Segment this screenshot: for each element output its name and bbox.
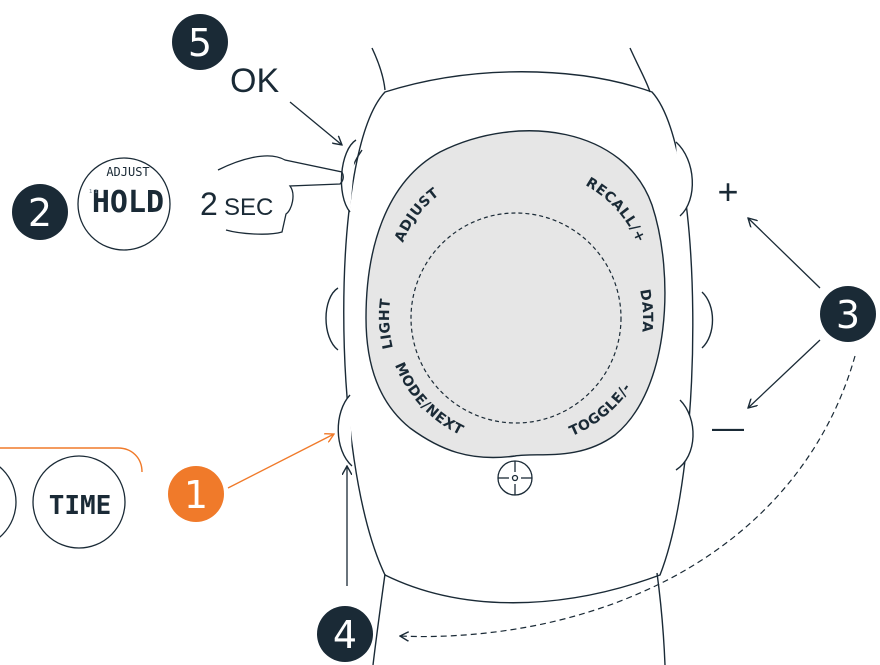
ok-arrow <box>289 101 342 145</box>
button-recall[interactable] <box>675 141 693 217</box>
pressing-hand-icon <box>217 155 344 235</box>
svg-text:2: 2 <box>28 191 52 235</box>
step-2-badge: 2 <box>12 184 68 240</box>
button-adjust[interactable] <box>340 139 357 213</box>
ok-label: OK <box>230 62 279 100</box>
step-3-badge: 3 <box>820 286 876 342</box>
step-1-badge: 1 <box>168 466 224 522</box>
svg-text:2: 2 <box>200 186 218 222</box>
arrow-to-plus <box>748 218 821 289</box>
button-toggle[interactable] <box>675 399 694 471</box>
button-light[interactable] <box>325 287 339 351</box>
two-seconds-label: 2 SEC <box>200 186 273 222</box>
svg-text:¹¹: ¹¹ <box>88 189 99 199</box>
label-data: DATA <box>636 288 655 333</box>
minus-symbol: — <box>712 409 744 445</box>
svg-text:TIME: TIME <box>49 491 112 521</box>
svg-text:5: 5 <box>188 21 212 65</box>
step-5-badge: 5 <box>172 14 228 70</box>
step-1-arrow <box>227 434 334 489</box>
previous-display <box>0 466 17 538</box>
svg-text:ADJUST: ADJUST <box>106 165 149 179</box>
svg-text:SEC: SEC <box>224 194 273 221</box>
plus-symbol: + <box>717 171 738 212</box>
inner-dashed-ring <box>410 212 622 424</box>
label-light: LIGHT <box>377 298 397 351</box>
side-buttons <box>325 139 714 471</box>
button-mode[interactable] <box>337 394 353 467</box>
hold-display: ADJUST HOLD ¹¹ <box>77 157 171 251</box>
time-display: TIME <box>32 455 126 549</box>
sensor-crosshair-icon <box>497 460 533 496</box>
svg-text:1: 1 <box>184 473 208 517</box>
button-data[interactable] <box>701 291 714 349</box>
svg-text:3: 3 <box>836 293 860 337</box>
svg-text:4: 4 <box>333 613 357 657</box>
step-4-badge: 4 <box>317 606 373 662</box>
svg-text:HOLD: HOLD <box>92 185 164 220</box>
watch-face <box>365 130 666 459</box>
arrow-to-minus <box>748 339 821 408</box>
mode-sequence-bracket <box>0 447 143 473</box>
